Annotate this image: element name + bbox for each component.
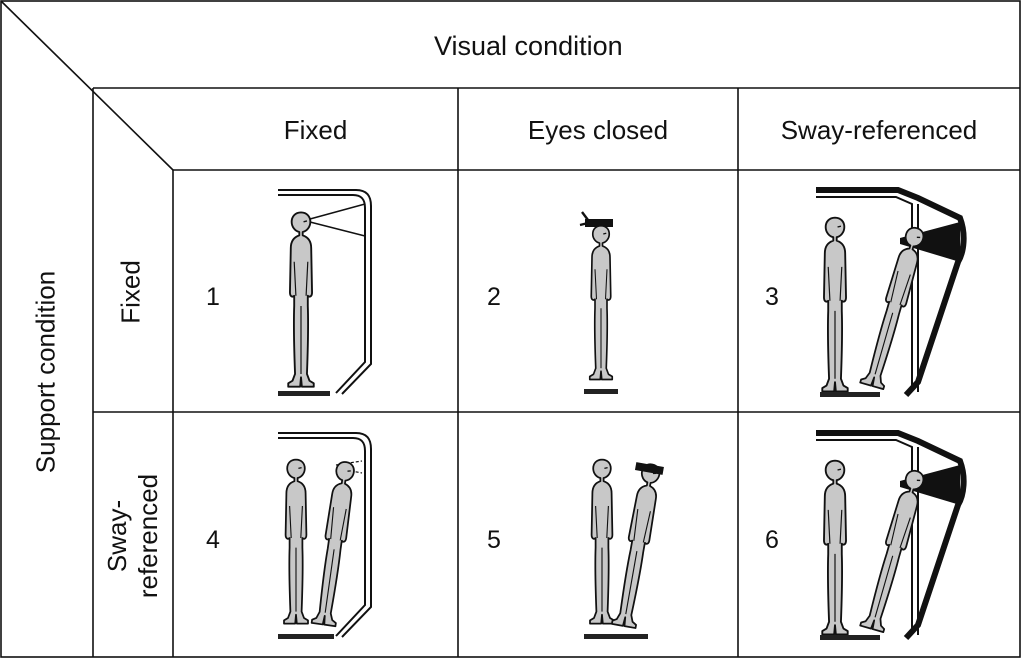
- cell-figure-2: [579, 211, 618, 394]
- column-label-fixed: Fixed: [283, 115, 348, 145]
- support-condition-title: Support condition: [30, 270, 61, 474]
- cell-figure-1: [278, 189, 372, 396]
- cell-figure-4: [278, 432, 372, 639]
- cell-number-2: 2: [487, 283, 501, 311]
- row-label-fixed-text: Fixed: [115, 260, 146, 324]
- cell-figure-6: [816, 430, 967, 641]
- row-label-sway-referenced: Sway- referenced: [102, 474, 164, 598]
- visual-condition-title: Visual condition: [434, 31, 623, 61]
- cell-number-6: 6: [765, 526, 779, 554]
- cell-number-5: 5: [487, 526, 501, 554]
- row-label-sway-line1: Sway-: [102, 499, 132, 573]
- cell-number-1: 1: [206, 283, 220, 311]
- cell-figure-3: [816, 187, 967, 398]
- row-label-sway-line2: referenced: [133, 473, 163, 599]
- cell-number-4: 4: [206, 526, 220, 554]
- cell-figure-5: [584, 458, 665, 639]
- column-label-eyes-closed: Eyes closed: [527, 115, 669, 145]
- column-label-sway-referenced: Sway-referenced: [780, 115, 978, 145]
- row-label-fixed: Fixed: [116, 260, 147, 324]
- cell-number-3: 3: [765, 283, 779, 311]
